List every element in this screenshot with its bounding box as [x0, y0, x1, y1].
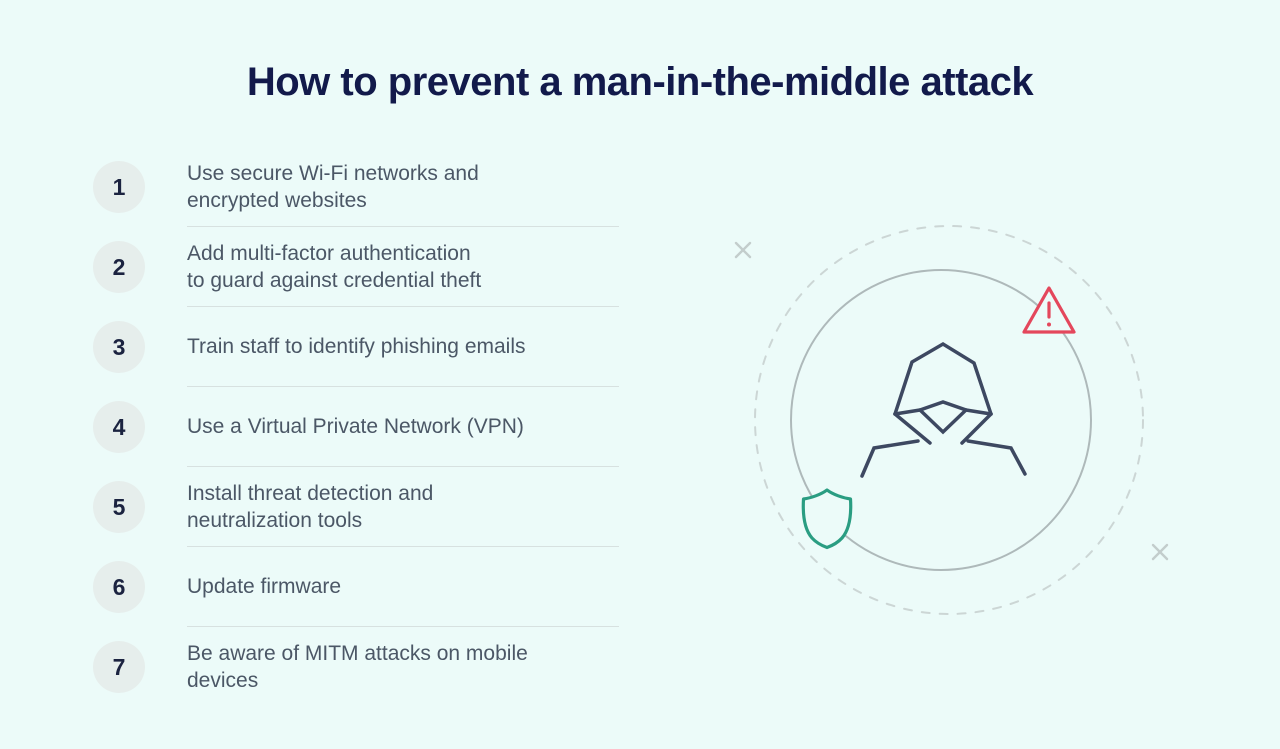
step-text: Train staff to identify phishing emails — [187, 335, 526, 359]
hacker-figure-icon — [860, 341, 1027, 478]
step-text: Update firmware — [187, 575, 342, 599]
list-item: 2 Add multi-factor authentication to gua… — [93, 227, 623, 307]
prevention-steps-list: 1 Use secure Wi-Fi networks and encrypte… — [93, 147, 623, 707]
x-mark-icon — [1151, 543, 1169, 561]
list-item: 7 Be aware of MITM attacks on mobile dev… — [93, 627, 623, 707]
hacker-illustration — [734, 225, 1169, 615]
step-text: Use secure Wi-Fi networks and encrypted … — [187, 161, 479, 213]
divider — [187, 546, 619, 547]
list-item: 6 Update firmware — [93, 547, 623, 627]
solid-circle — [790, 269, 1092, 571]
step-number-badge: 5 — [93, 481, 145, 533]
step-number-badge: 3 — [93, 321, 145, 373]
warning-triangle-icon — [1022, 286, 1076, 334]
step-text: Be aware of MITM attacks on mobile devic… — [187, 641, 528, 693]
divider — [187, 226, 619, 227]
step-number-badge: 2 — [93, 241, 145, 293]
step-number-badge: 1 — [93, 161, 145, 213]
shield-icon — [801, 488, 853, 550]
x-mark-icon — [734, 241, 752, 259]
step-number-badge: 4 — [93, 401, 145, 453]
page-title: How to prevent a man-in-the-middle attac… — [246, 60, 1034, 104]
divider — [187, 306, 619, 307]
divider — [187, 466, 619, 467]
list-item: 5 Install threat detection and neutraliz… — [93, 467, 623, 547]
step-text: Add multi-factor authentication to guard… — [187, 241, 482, 293]
dashed-circle — [754, 225, 1144, 615]
step-text: Install threat detection and neutralizat… — [187, 481, 434, 533]
step-number-badge: 7 — [93, 641, 145, 693]
list-item: 4 Use a Virtual Private Network (VPN) — [93, 387, 623, 467]
divider — [187, 386, 619, 387]
step-text: Use a Virtual Private Network (VPN) — [187, 415, 524, 439]
divider — [187, 626, 619, 627]
step-number-badge: 6 — [93, 561, 145, 613]
list-item: 3 Train staff to identify phishing email… — [93, 307, 623, 387]
list-item: 1 Use secure Wi-Fi networks and encrypte… — [93, 147, 623, 227]
